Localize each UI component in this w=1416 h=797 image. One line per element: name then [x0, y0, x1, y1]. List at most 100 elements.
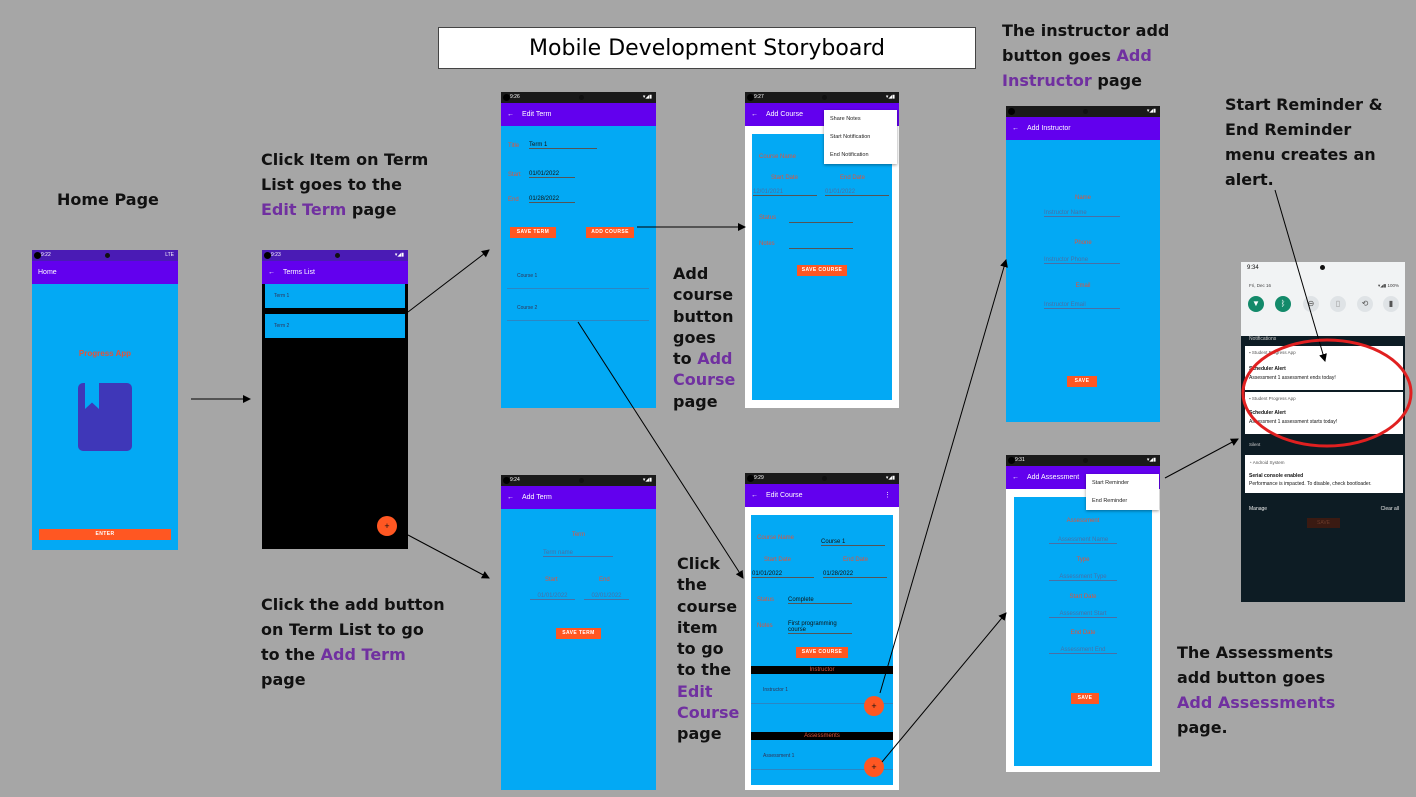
notification-text: Assessment 1 assessment starts today!: [1249, 419, 1338, 425]
menu-item-end-reminder[interactable]: End Reminder: [1092, 498, 1128, 504]
rotate-tile-icon[interactable]: ⟲: [1357, 296, 1373, 312]
save-term-button[interactable]: SAVE TERM: [556, 628, 601, 639]
add-term-fab[interactable]: +: [377, 516, 397, 536]
arrow-edit-term-to-edit-course: [577, 321, 744, 579]
title-field[interactable]: Term 1: [529, 142, 597, 149]
status-bar: 9:26▾◢▮: [501, 92, 656, 103]
type-label: Type: [1076, 557, 1090, 563]
course-name-label: Course Name: [757, 535, 795, 541]
notification-card[interactable]: ▪ Student Progress App Scheduler Alert A…: [1245, 392, 1403, 434]
status-field[interactable]: [789, 222, 853, 223]
form-area: Course Name Start Date End Date 12/01/20…: [752, 134, 892, 400]
end-date-field[interactable]: 01/28/2022: [529, 196, 575, 203]
save-course-button[interactable]: SAVE COURSE: [796, 647, 848, 658]
assessment-name-input[interactable]: Assessment Name: [1049, 537, 1117, 544]
start-date-field[interactable]: 12/01/2021: [753, 189, 817, 196]
app-bar: ←Add Instructor: [1006, 117, 1160, 140]
clock: 9:34: [1247, 265, 1259, 271]
instructor-list-item[interactable]: Instructor 1: [763, 687, 789, 693]
enter-button[interactable]: ENTER: [39, 529, 171, 540]
battery-saver-tile-icon[interactable]: ▮: [1383, 296, 1399, 312]
overflow-menu-icon[interactable]: ⋮: [884, 492, 891, 499]
status-label: Status: [757, 597, 775, 603]
app-bar: ←Edit Course⋮: [745, 484, 899, 507]
assessment-label: Assessment: [1066, 518, 1100, 524]
start-date-label: Start Date: [764, 557, 792, 563]
start-date-field[interactable]: 01/01/2022: [752, 571, 814, 578]
date-label: Fri, Dec 16: [1249, 283, 1272, 288]
add-course-button[interactable]: ADD COURSE: [586, 227, 634, 238]
back-arrow-icon[interactable]: ←: [751, 492, 758, 499]
assessment-list-item[interactable]: Assessment 1: [763, 753, 795, 759]
start-date-input[interactable]: 01/01/2022: [530, 593, 575, 600]
divider: [751, 769, 893, 770]
notes-field[interactable]: [789, 248, 853, 249]
assessment-start-input[interactable]: Assessment Start: [1049, 611, 1117, 618]
assessment-end-input[interactable]: Assessment End: [1049, 647, 1117, 654]
flashlight-tile-icon[interactable]: ▯: [1330, 296, 1346, 312]
term-list-item[interactable]: Term 2: [265, 314, 405, 338]
end-date-field[interactable]: 01/01/2022: [825, 189, 889, 196]
status-label: Status: [759, 215, 777, 221]
caption-add-course: Add course button goes to Add Course pag…: [673, 264, 736, 411]
bluetooth-tile-icon[interactable]: ᛒ: [1275, 296, 1291, 312]
battery-label: ▾◢▮ 100%: [1378, 283, 1399, 288]
end-label: End: [599, 577, 610, 583]
alert-highlight-circle: [1241, 338, 1413, 448]
add-term-screen: 9:24▾◢▮ ←Add Term Term Term name Start E…: [501, 475, 656, 790]
course-list-item[interactable]: Course 1: [507, 263, 649, 289]
notes-field[interactable]: First programming course: [788, 621, 852, 634]
status-bar: ▾◢▮: [1006, 106, 1160, 117]
start-date-field[interactable]: 01/01/2022: [529, 171, 575, 178]
menu-item-start-reminder[interactable]: Start Reminder: [1092, 480, 1129, 486]
status-bar: 9:27▾◢▮: [745, 92, 899, 103]
status-bar: 9:24▾◢▮: [501, 475, 656, 486]
caption-add-term: Click the add button on Term List to go …: [261, 595, 445, 689]
assessment-type-input[interactable]: Assessment Type: [1049, 574, 1117, 581]
status-bar: 9:31▾◢▮: [1006, 455, 1160, 466]
back-arrow-icon[interactable]: ←: [1012, 474, 1019, 481]
notification-title: Scheduler Alert: [1249, 410, 1286, 416]
menu-item-share-notes[interactable]: Share Notes: [830, 116, 861, 122]
system-notification-card[interactable]: ◔ Android System Serial console enabled …: [1245, 455, 1403, 493]
course-list-item[interactable]: Course 2: [507, 295, 649, 321]
clear-all-button[interactable]: Clear all: [1380, 506, 1399, 512]
back-arrow-icon[interactable]: ←: [1012, 125, 1019, 132]
menu-item-end-notification[interactable]: End Notification: [830, 152, 869, 158]
end-date-label: End Date: [1070, 630, 1096, 636]
wifi-tile-icon[interactable]: ▼: [1248, 296, 1264, 312]
back-arrow-icon[interactable]: ←: [751, 111, 758, 118]
arrow-terms-to-add-term: [407, 534, 490, 579]
add-assessment-screen: 9:31▾◢▮ ←Add Assessment Assessment Asses…: [1006, 455, 1160, 772]
status-field[interactable]: Complete: [788, 597, 852, 604]
save-button[interactable]: SAVE: [1071, 693, 1099, 704]
save-term-button[interactable]: SAVE TERM: [510, 227, 556, 238]
instructor-phone-input[interactable]: Instructor Phone: [1044, 257, 1120, 264]
term-name-input[interactable]: Term name: [543, 550, 613, 557]
end-date-field[interactable]: 01/28/2022: [823, 571, 887, 578]
manage-button[interactable]: Manage: [1249, 506, 1268, 512]
title-label: Title: [508, 143, 520, 149]
add-instructor-screen: ▾◢▮ ←Add Instructor Name Instructor Name…: [1006, 106, 1160, 422]
add-instructor-fab[interactable]: +: [864, 696, 884, 716]
caption-edit-course: Click the course item to go to the Edit …: [677, 554, 740, 744]
back-arrow-icon[interactable]: ←: [507, 494, 514, 501]
back-arrow-icon[interactable]: ←: [268, 269, 275, 276]
notification-text: Performance is impacted. To disable, che…: [1249, 481, 1372, 487]
instructor-email-input[interactable]: Instructor Email: [1044, 302, 1120, 309]
save-button[interactable]: SAVE: [1067, 376, 1097, 387]
back-arrow-icon[interactable]: ←: [507, 111, 514, 118]
notification-title: Serial console enabled: [1249, 473, 1304, 479]
add-assessment-fab[interactable]: +: [864, 757, 884, 777]
save-course-button[interactable]: SAVE COURSE: [797, 265, 847, 276]
end-label: End: [508, 197, 519, 203]
term-list-item[interactable]: Term 1: [265, 284, 405, 308]
course-name-field[interactable]: Course 1: [821, 539, 885, 546]
caption-add-instructor: The instructor add button goes Add Instr…: [1002, 21, 1170, 90]
instructor-name-input[interactable]: Instructor Name: [1044, 210, 1120, 217]
end-date-input[interactable]: 02/01/2022: [584, 593, 629, 600]
arrow-terms-to-edit-term: [407, 249, 490, 313]
start-date-label: Start Date: [1069, 594, 1097, 600]
menu-item-start-notification[interactable]: Start Notification: [830, 134, 871, 140]
